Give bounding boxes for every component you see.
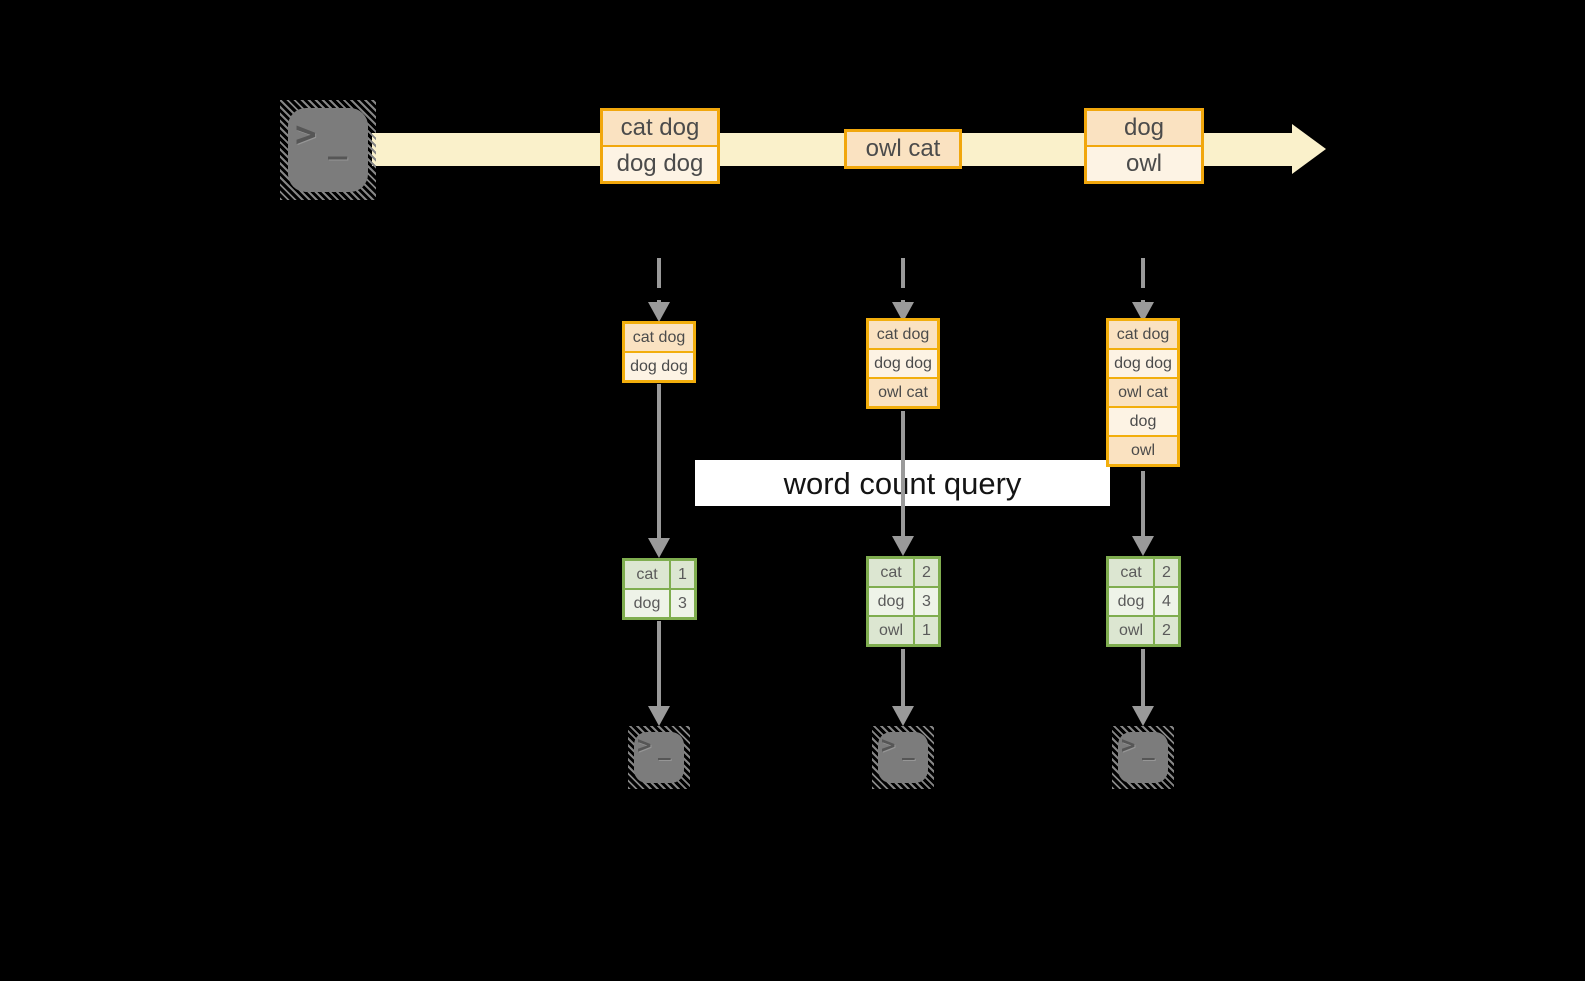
buffer-stack-3: cat dog dog dog owl cat dog owl — [1106, 318, 1180, 467]
word-cell: cat — [1109, 559, 1153, 586]
buffer-cell: owl cat — [1109, 379, 1177, 406]
count-cell: 2 — [1155, 617, 1178, 644]
ingest-arrow-head-icon-1 — [648, 302, 670, 322]
cursor-icon: _ — [328, 122, 348, 160]
ingest-dashed-line-1 — [657, 258, 661, 302]
word-cell: dog — [869, 588, 913, 615]
count-table-3: cat 2 dog 4 owl 2 — [1106, 556, 1181, 647]
stream-event-box-3: dog owl — [1084, 108, 1204, 184]
terminal-screen — [634, 732, 684, 783]
word-cell: dog — [1109, 588, 1153, 615]
event-cell: owl cat — [847, 132, 959, 166]
buffer-cell: dog — [1109, 408, 1177, 435]
cursor-icon: _ — [902, 736, 915, 760]
output-line-2 — [901, 649, 905, 706]
ingest-dashed-line-2 — [901, 258, 905, 302]
word-cell: owl — [869, 617, 913, 644]
count-table-2: cat 2 dog 3 owl 1 — [866, 556, 941, 647]
count-cell: 3 — [671, 590, 694, 617]
output-line-1 — [657, 621, 661, 706]
count-cell: 1 — [915, 617, 938, 644]
terminal-sink-icon-1: > _ — [628, 726, 690, 789]
prompt-icon: > — [1121, 731, 1136, 759]
query-line-2 — [901, 411, 905, 536]
word-cell: owl — [1109, 617, 1153, 644]
count-table-1: cat 1 dog 3 — [622, 558, 697, 620]
prompt-icon: > — [295, 114, 317, 155]
buffer-cell: owl — [1109, 437, 1177, 464]
event-cell: cat dog — [603, 111, 717, 145]
event-cell: dog — [1087, 111, 1201, 145]
buffer-cell: dog dog — [625, 353, 693, 380]
ingest-arrow-head-icon-3 — [1132, 302, 1154, 322]
buffer-stack-1: cat dog dog dog — [622, 321, 696, 383]
output-arrow-head-icon-3 — [1132, 706, 1154, 726]
buffer-cell: dog dog — [1109, 350, 1177, 377]
count-cell: 3 — [915, 588, 938, 615]
word-cell: cat — [869, 559, 913, 586]
count-cell: 2 — [915, 559, 938, 586]
word-cell: dog — [625, 590, 669, 617]
stream-arrow-head-icon — [1292, 124, 1326, 174]
output-line-3 — [1141, 649, 1145, 706]
terminal-screen — [1118, 732, 1168, 783]
output-arrow-head-icon-1 — [648, 706, 670, 726]
ingest-dashed-line-3 — [1141, 258, 1145, 302]
buffer-cell: dog dog — [869, 350, 937, 377]
cursor-icon: _ — [1142, 736, 1155, 760]
buffer-cell: cat dog — [869, 321, 937, 348]
prompt-icon: > — [881, 731, 896, 759]
query-arrow-head-icon-1 — [648, 538, 670, 558]
event-cell: owl — [1087, 147, 1201, 181]
terminal-sink-icon-2: > _ — [872, 726, 934, 789]
stream-event-box-2: owl cat — [844, 129, 962, 169]
cursor-icon: _ — [658, 736, 671, 760]
buffer-cell: owl cat — [869, 379, 937, 406]
word-cell: cat — [625, 561, 669, 588]
buffer-cell: cat dog — [1109, 321, 1177, 348]
terminal-source-icon: > _ — [280, 100, 376, 200]
count-cell: 1 — [671, 561, 694, 588]
terminal-screen — [878, 732, 928, 783]
query-arrow-head-icon-3 — [1132, 536, 1154, 556]
buffer-cell: cat dog — [625, 324, 693, 351]
query-line-1 — [657, 384, 661, 538]
buffer-stack-2: cat dog dog dog owl cat — [866, 318, 940, 409]
count-cell: 2 — [1155, 559, 1178, 586]
prompt-icon: > — [637, 731, 652, 759]
terminal-sink-icon-3: > _ — [1112, 726, 1174, 789]
count-cell: 4 — [1155, 588, 1178, 615]
event-cell: dog dog — [603, 147, 717, 181]
stream-event-box-1: cat dog dog dog — [600, 108, 720, 184]
ingest-arrow-head-icon-2 — [892, 302, 914, 322]
output-arrow-head-icon-2 — [892, 706, 914, 726]
query-arrow-head-icon-2 — [892, 536, 914, 556]
terminal-screen — [288, 108, 368, 192]
query-line-3 — [1141, 471, 1145, 536]
